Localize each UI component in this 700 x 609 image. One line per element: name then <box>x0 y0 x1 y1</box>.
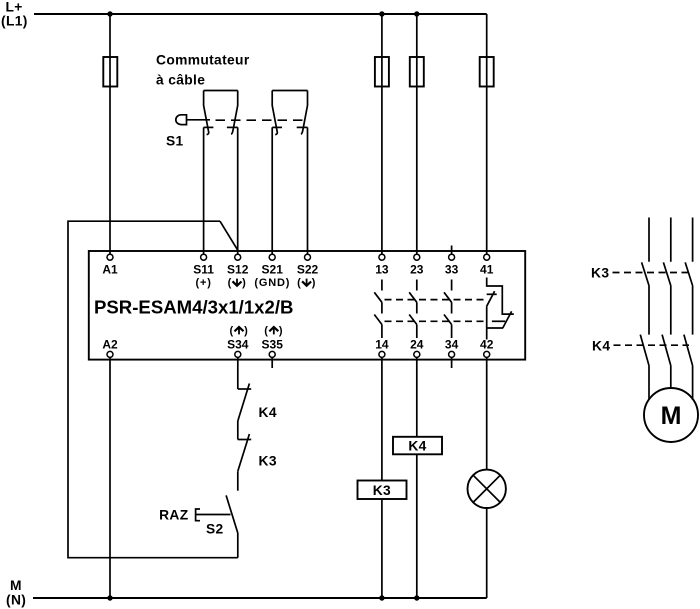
svg-text:K4: K4 <box>259 405 277 420</box>
svg-text:S22: S22 <box>297 263 319 277</box>
svg-text:PSR-ESAM4/3x1/1x2/B: PSR-ESAM4/3x1/1x2/B <box>94 296 293 317</box>
svg-text:K3: K3 <box>259 454 277 469</box>
svg-text:41: 41 <box>480 263 494 277</box>
svg-text:24: 24 <box>410 337 424 351</box>
svg-text:(+): (+) <box>196 277 212 289</box>
svg-text:K3: K3 <box>373 483 391 498</box>
svg-text:A1: A1 <box>102 263 118 277</box>
svg-text:(GND): (GND) <box>254 277 290 289</box>
svg-text:): ) <box>244 325 248 337</box>
svg-text:(: ( <box>297 277 301 289</box>
svg-text:42: 42 <box>480 337 494 351</box>
svg-text:L+: L+ <box>6 0 23 14</box>
svg-text:S34: S34 <box>227 337 249 351</box>
svg-text:A2: A2 <box>102 337 118 351</box>
svg-text:(: ( <box>264 325 268 337</box>
svg-text:Commutateur: Commutateur <box>156 53 250 68</box>
svg-text:(L1): (L1) <box>1 14 28 29</box>
svg-text:RAZ: RAZ <box>159 508 189 523</box>
svg-text:): ) <box>279 325 283 337</box>
svg-text:): ) <box>312 277 316 289</box>
svg-text:S21: S21 <box>262 263 284 277</box>
svg-text:M: M <box>10 578 22 593</box>
svg-text:à câble: à câble <box>156 73 205 88</box>
svg-text:33: 33 <box>445 263 459 277</box>
svg-text:S35: S35 <box>262 337 284 351</box>
svg-text:K3: K3 <box>591 266 609 281</box>
svg-text:): ) <box>242 277 246 289</box>
svg-text:K4: K4 <box>408 439 426 454</box>
svg-text:S1: S1 <box>166 134 184 149</box>
svg-text:S11: S11 <box>193 263 214 277</box>
svg-text:M: M <box>661 402 682 430</box>
svg-text:14: 14 <box>375 337 389 351</box>
svg-text:(: ( <box>228 277 232 289</box>
svg-text:(N): (N) <box>6 593 26 608</box>
svg-text:13: 13 <box>375 263 389 277</box>
svg-text:(: ( <box>229 325 233 337</box>
svg-text:34: 34 <box>445 337 459 351</box>
svg-text:S2: S2 <box>206 522 224 537</box>
svg-text:K4: K4 <box>592 338 610 353</box>
svg-text:23: 23 <box>410 263 424 277</box>
svg-text:S12: S12 <box>227 263 249 277</box>
